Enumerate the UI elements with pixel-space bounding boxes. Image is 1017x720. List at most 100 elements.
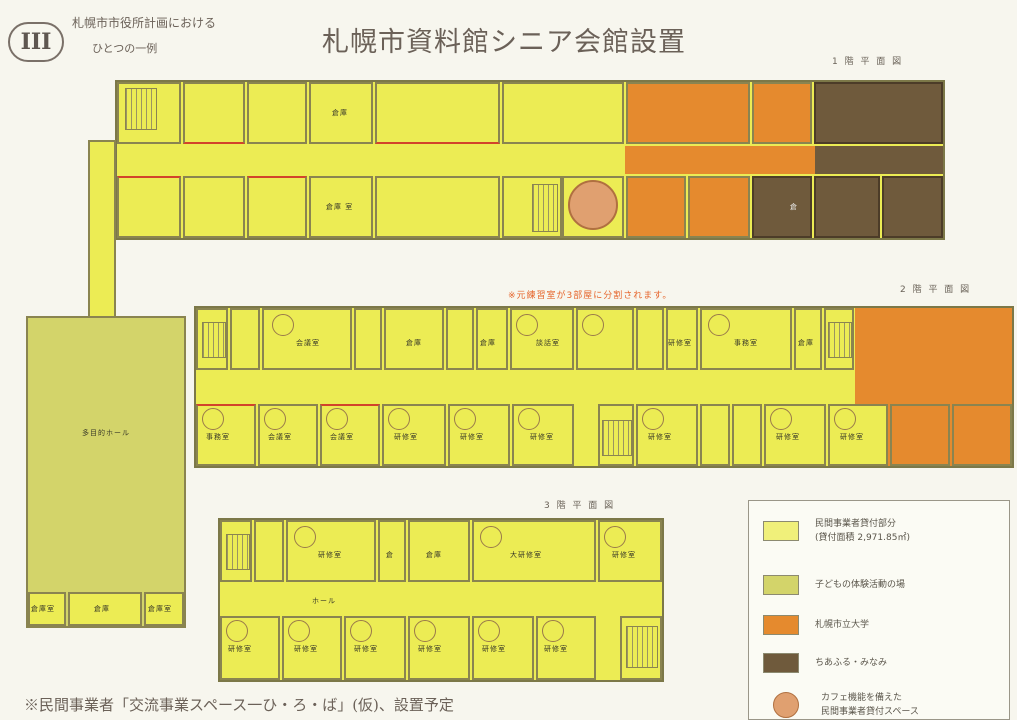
room-label: 研修室	[612, 551, 636, 559]
floor1-corridor	[117, 146, 625, 174]
legend: 民間事業者貸付部分 (貸付面積 2,971.85㎡) 子どもの体験活動の場 札幌…	[748, 500, 1010, 720]
annotation-note: ※元練習室が3部屋に分割されます。	[508, 291, 673, 301]
room-label: 研修室	[840, 433, 864, 441]
floor2-stairs	[602, 420, 632, 456]
floor1-room	[309, 82, 373, 144]
room-label: 会議室	[268, 433, 292, 441]
floor2-room	[952, 404, 1012, 466]
room-circle	[414, 620, 436, 642]
room-circle	[478, 620, 500, 642]
floor1-room	[247, 176, 307, 238]
legend-item: カフェ機能を備えた 民間事業者貸付スペース	[773, 691, 919, 719]
room-label: 研修室	[530, 433, 554, 441]
floor2-room	[354, 308, 382, 370]
legend-item: 札幌市立大学	[763, 615, 869, 635]
floor3-label: 3 階 平 面 図	[544, 501, 616, 511]
floor2-room	[230, 308, 260, 370]
room-label: 談話室	[536, 339, 560, 347]
page-title: 札幌市資料館シニア会館設置	[322, 27, 686, 58]
floor2-room	[510, 308, 574, 370]
floor3-room	[282, 616, 342, 680]
side-wing-room	[28, 592, 66, 626]
room-circle	[604, 526, 626, 548]
room-circle	[642, 408, 664, 430]
floor1-room	[814, 82, 943, 144]
section-numeral-badge: III	[8, 22, 64, 62]
floor1-room	[882, 176, 943, 238]
floor2-stairs	[202, 322, 226, 358]
floor2-room	[732, 404, 762, 466]
room-circle	[288, 620, 310, 642]
room-label: 研修室	[418, 645, 442, 653]
room-label: 研修室	[544, 645, 568, 653]
floor2-room	[636, 308, 664, 370]
room-label: 倉庫 室	[326, 203, 354, 211]
room-circle	[326, 408, 348, 430]
room-label: 倉庫	[480, 339, 496, 347]
room-label: 研修室	[482, 645, 506, 653]
floor2-label: 2 階 平 面 図	[900, 285, 972, 295]
floor3-room	[408, 520, 470, 582]
legend-swatch	[763, 575, 799, 595]
legend-item: 子どもの体験活動の場	[763, 575, 905, 595]
floor1-room	[688, 176, 750, 238]
room-label: 倉	[386, 551, 394, 559]
room-label: 研修室	[318, 551, 342, 559]
floor1-corridor-brown	[815, 146, 943, 174]
room-label: 倉庫	[332, 109, 348, 117]
room-circle	[542, 620, 564, 642]
floor1-room	[626, 176, 686, 238]
room-circle	[350, 620, 372, 642]
side-wing-hall	[26, 316, 186, 628]
floor1-room	[626, 82, 750, 144]
floor2-room	[666, 308, 698, 370]
cafe-circle	[568, 180, 618, 230]
side-wing-room	[144, 592, 184, 626]
room-label: 研修室	[776, 433, 800, 441]
floor3-room	[378, 520, 406, 582]
room-label: 研修室	[294, 645, 318, 653]
title-small-line2: ひとつの一例	[92, 42, 158, 55]
room-label: 事務室	[206, 433, 230, 441]
room-label: 倉庫室	[148, 605, 172, 613]
floor1-room	[752, 176, 812, 238]
legend-item: ちあふる・みなみ	[763, 653, 887, 673]
floor1-corridor-orange	[625, 146, 815, 174]
title-small-line1: 札幌市市役所計画における	[72, 16, 217, 30]
floor1-room	[502, 82, 624, 144]
room-circle	[226, 620, 248, 642]
floor2-room	[384, 308, 444, 370]
room-label: 倉庫	[406, 339, 422, 347]
room-label: 会議室	[330, 433, 354, 441]
room-label: 研修室	[460, 433, 484, 441]
room-circle	[518, 408, 540, 430]
legend-label: ちあふる・みなみ	[815, 658, 888, 668]
legend-swatch	[763, 653, 799, 673]
floor2-room	[476, 308, 508, 370]
room-circle	[834, 408, 856, 430]
room-circle	[770, 408, 792, 430]
room-circle	[708, 314, 730, 336]
room-label: ホール	[312, 597, 336, 605]
floor1-room	[375, 82, 500, 144]
floor1-room	[247, 82, 307, 144]
room-circle	[388, 408, 410, 430]
floor2-room	[890, 404, 950, 466]
room-label: 研修室	[648, 433, 672, 441]
floor1-room	[752, 82, 812, 144]
legend-sublabel: (貸付面積 2,971.85㎡)	[815, 533, 910, 543]
floor1-room	[814, 176, 880, 238]
floor3-room	[254, 520, 284, 582]
room-circle	[264, 408, 286, 430]
legend-label: 子どもの体験活動の場	[815, 580, 906, 590]
room-label: 会議室	[296, 339, 320, 347]
room-label: 倉庫室	[31, 605, 55, 613]
legend-label: カフェ機能を備えた	[821, 693, 903, 703]
floor1-room	[375, 176, 500, 238]
floor1-room	[309, 176, 373, 238]
footer-note: ※民間事業者「交流事業スペース一ひ・ろ・ば」(仮)、設置予定	[24, 696, 454, 714]
floor2-room	[446, 308, 474, 370]
room-circle	[480, 526, 502, 548]
floor1-room	[183, 176, 245, 238]
room-label: 研修室	[668, 339, 692, 347]
